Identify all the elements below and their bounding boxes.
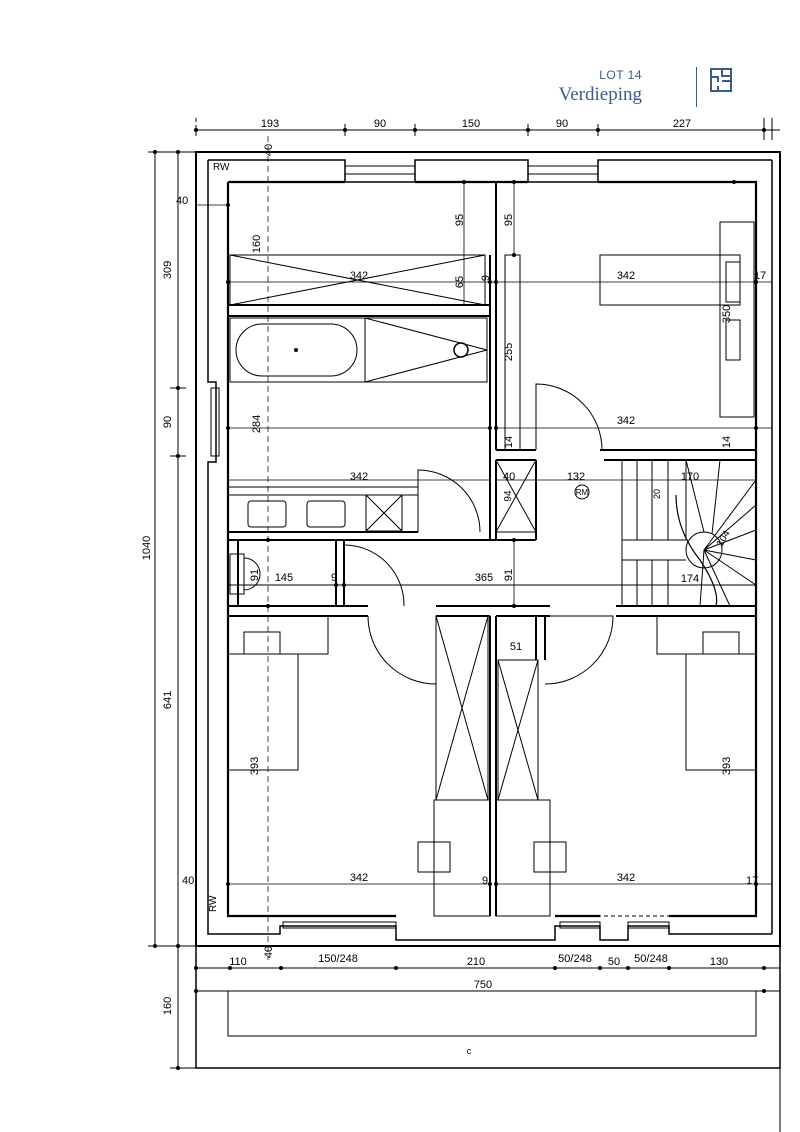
hall-94: 94 — [503, 490, 514, 502]
bed2-393: 393 — [249, 757, 261, 775]
bath-284: 284 — [251, 415, 263, 433]
interior-dim-dots — [226, 180, 758, 886]
landing-365: 365 — [475, 572, 493, 584]
bed1-95: 95 — [503, 214, 515, 226]
dim-top-1: 193 — [261, 118, 279, 130]
landing-91: 91 — [503, 569, 515, 581]
dim-top-5: 227 — [673, 118, 691, 130]
staircase — [621, 459, 757, 607]
hall-rm: RM — [576, 488, 589, 497]
bath-160: 160 — [251, 235, 263, 253]
dim-bottom-3: 210 — [467, 956, 485, 968]
bath-width: 342 — [350, 270, 368, 282]
stair-174: 174 — [681, 573, 699, 585]
header-divider — [696, 67, 697, 107]
bedroom-2 — [227, 615, 491, 917]
wc-145: 145 — [275, 572, 293, 584]
dim-left-4: 641 — [162, 691, 174, 709]
dim-bottom-total: 750 — [474, 979, 492, 991]
dim-bottom-5: 50 — [608, 956, 620, 968]
dimension-dots — [153, 128, 766, 1070]
hall-40: 40 — [503, 471, 515, 483]
bed3-342: 342 — [617, 872, 635, 884]
labels: 193 90 150 90 227 309 90 1040 641 160 11… — [141, 118, 766, 1056]
plan-header: LOT 14 Verdieping — [558, 62, 750, 112]
bath-9: 9 — [480, 275, 492, 281]
bath-342b: 342 — [350, 471, 368, 483]
floorplan-icon — [710, 68, 732, 92]
dim-bottom-2: 150/248 — [318, 953, 358, 965]
bed1-255: 255 — [503, 343, 515, 361]
bath-95: 95 — [454, 214, 466, 226]
dim-top-2: 90 — [374, 118, 386, 130]
stair-170: 170 — [681, 471, 699, 483]
dim-bottom-1: 110 — [229, 956, 247, 968]
balcony-marker: c — [467, 1046, 472, 1056]
interior-walls — [227, 182, 756, 916]
dim-top-4: 90 — [556, 118, 568, 130]
bedroom-3 — [495, 615, 757, 917]
bed2-342: 342 — [350, 872, 368, 884]
bathroom — [228, 254, 488, 533]
lot-label: LOT 14 — [599, 68, 642, 82]
dim-bottom-7: 130 — [710, 956, 728, 968]
bed2-40: 40 — [182, 875, 194, 887]
wc-9: 9 — [331, 572, 337, 584]
bed1-350: 350 — [721, 305, 733, 323]
floor-title: Verdieping — [558, 84, 642, 105]
dim-left-1: 309 — [162, 261, 174, 279]
interior-dims — [196, 182, 772, 885]
dim-40-top: 40 — [176, 195, 188, 207]
bed1-17: 17 — [754, 270, 766, 282]
bed1-width: 342 — [617, 270, 635, 282]
rw-label-top: RW — [213, 162, 230, 173]
landing-51: 51 — [510, 641, 522, 653]
windows — [210, 151, 670, 929]
dim-bottom-4: 50/248 — [558, 953, 592, 965]
wc-91: 91 — [249, 569, 261, 581]
dim-top-3: 150 — [462, 118, 480, 130]
dim-40-vert-top: 40 — [263, 144, 275, 156]
bath-65: 65 — [454, 276, 466, 288]
bed3-17: 17 — [746, 875, 758, 887]
hall-132: 132 — [567, 471, 585, 483]
dim-left-5: 160 — [162, 997, 174, 1015]
dim-left-3: 1040 — [141, 536, 153, 560]
bed1-342b: 342 — [617, 415, 635, 427]
bed3-393: 393 — [721, 757, 733, 775]
bed1-14b: 14 — [721, 436, 733, 448]
toilet-room — [229, 544, 405, 607]
dim-40-vert-bottom: 40 — [263, 946, 275, 958]
bed1-14a: 14 — [503, 436, 515, 448]
dim-left-2: 90 — [162, 416, 174, 428]
stair-20: 20 — [652, 489, 662, 499]
bed2-9: 9 — [482, 875, 488, 887]
dim-bottom-6: 50/248 — [634, 953, 668, 965]
rw-label-bottom: RW — [208, 895, 219, 912]
